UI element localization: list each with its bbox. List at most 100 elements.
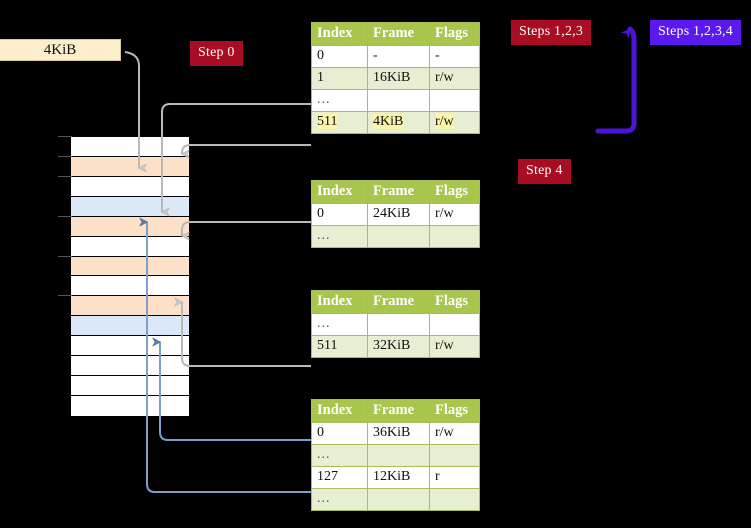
physical-memory-column [70, 136, 190, 416]
column-header-index: Index [311, 399, 368, 423]
cell-flags: - [429, 45, 480, 68]
cell-index: 511 [311, 111, 368, 134]
ellipsis: ... [317, 491, 331, 506]
cell-value: r/w [435, 206, 454, 221]
cell-index: 0 [311, 203, 368, 226]
cell-value: r [435, 469, 440, 484]
cell-index: 127 [311, 466, 368, 489]
cell-value: r/w [435, 425, 454, 440]
memory-frame-3 [71, 196, 189, 217]
cell-flags [429, 444, 480, 467]
column-header-flags: Flags [429, 180, 480, 204]
cell-frame: 32KiB [367, 335, 430, 358]
cell-value: r/w [435, 114, 454, 129]
cell-frame [367, 444, 430, 467]
ellipsis: ... [317, 316, 331, 331]
memory-size-label: 4KiB [0, 39, 121, 61]
ellipsis: ... [317, 228, 331, 243]
cell-index: ... [311, 444, 368, 467]
cell-frame: - [367, 45, 430, 68]
cell-value: 1 [317, 70, 324, 85]
cell-frame: 4KiB [367, 111, 430, 134]
memory-frame-11 [71, 356, 189, 377]
column-header-frame: Frame [367, 22, 430, 46]
cell-index: 0 [311, 45, 368, 68]
table-row: ... [311, 225, 480, 248]
cell-frame [367, 225, 430, 248]
cell-value: 16KiB [373, 70, 411, 85]
table-row: ... [311, 444, 480, 467]
cell-frame: 36KiB [367, 422, 430, 445]
table-row: 1 16KiB r/w [311, 67, 480, 90]
cell-index: 1 [311, 67, 368, 90]
memory-frame-8 [71, 296, 189, 317]
cell-flags [429, 488, 480, 511]
table-row: 0 24KiB r/w [311, 203, 480, 226]
step-0-badge: Step 0 [190, 41, 243, 66]
table-row: ... [311, 488, 480, 511]
cell-flags: r/w [429, 422, 480, 445]
column-header-index: Index [311, 290, 368, 314]
cell-value: 127 [317, 469, 338, 484]
memory-frame-1 [71, 156, 189, 177]
memory-tick [58, 136, 72, 137]
cell-value: r/w [435, 70, 454, 85]
memory-frame-5 [71, 236, 189, 257]
cell-value: 36KiB [373, 425, 411, 440]
column-header-index: Index [311, 180, 368, 204]
table-row: ... [311, 89, 480, 112]
memory-tick [58, 215, 72, 217]
cell-flags [429, 313, 480, 336]
memory-frame-2 [71, 176, 189, 197]
memory-tick [58, 255, 72, 257]
column-header-flags: Flags [429, 399, 480, 423]
column-header-index: Index [311, 22, 368, 46]
memory-frame-9 [71, 316, 189, 337]
table-row: ... [311, 313, 480, 336]
cell-value: 511 [317, 338, 338, 353]
ellipsis: ... [317, 92, 331, 107]
table-row: 0 36KiB r/w [311, 422, 480, 445]
cell-flags [429, 225, 480, 248]
memory-frame-10 [71, 336, 189, 357]
cell-flags: r/w [429, 67, 480, 90]
memory-tick [58, 295, 72, 297]
cell-value: - [435, 48, 440, 63]
step-4-badge: Step 4 [518, 159, 571, 184]
memory-frame-7 [71, 276, 189, 297]
cell-value: r/w [435, 338, 454, 353]
table-row: 0-- [311, 45, 480, 68]
cell-flags [429, 89, 480, 112]
column-header-frame: Frame [367, 290, 430, 314]
steps-1234-badge: Steps 1,2,3,4 [650, 20, 741, 45]
column-header-flags: Flags [429, 290, 480, 314]
steps-123-badge: Steps 1,2,3 [511, 20, 592, 45]
memory-frame-4 [71, 216, 189, 237]
cell-index: ... [311, 488, 368, 511]
cell-value: 0 [317, 206, 324, 221]
memory-frame-13 [71, 395, 189, 416]
memory-tick [58, 155, 72, 157]
cell-frame: 12KiB [367, 466, 430, 489]
cell-frame: 24KiB [367, 203, 430, 226]
cell-frame [367, 488, 430, 511]
cell-flags: r/w [429, 335, 480, 358]
cell-index: 511 [311, 335, 368, 358]
memory-frame-12 [71, 376, 189, 396]
cell-value: 12KiB [373, 469, 411, 484]
column-header-frame: Frame [367, 180, 430, 204]
cell-flags: r/w [429, 111, 480, 134]
table-row: 511 32KiB r/w [311, 335, 480, 358]
cell-index: ... [311, 313, 368, 336]
cell-index: 0 [311, 422, 368, 445]
memory-tick [58, 175, 72, 177]
